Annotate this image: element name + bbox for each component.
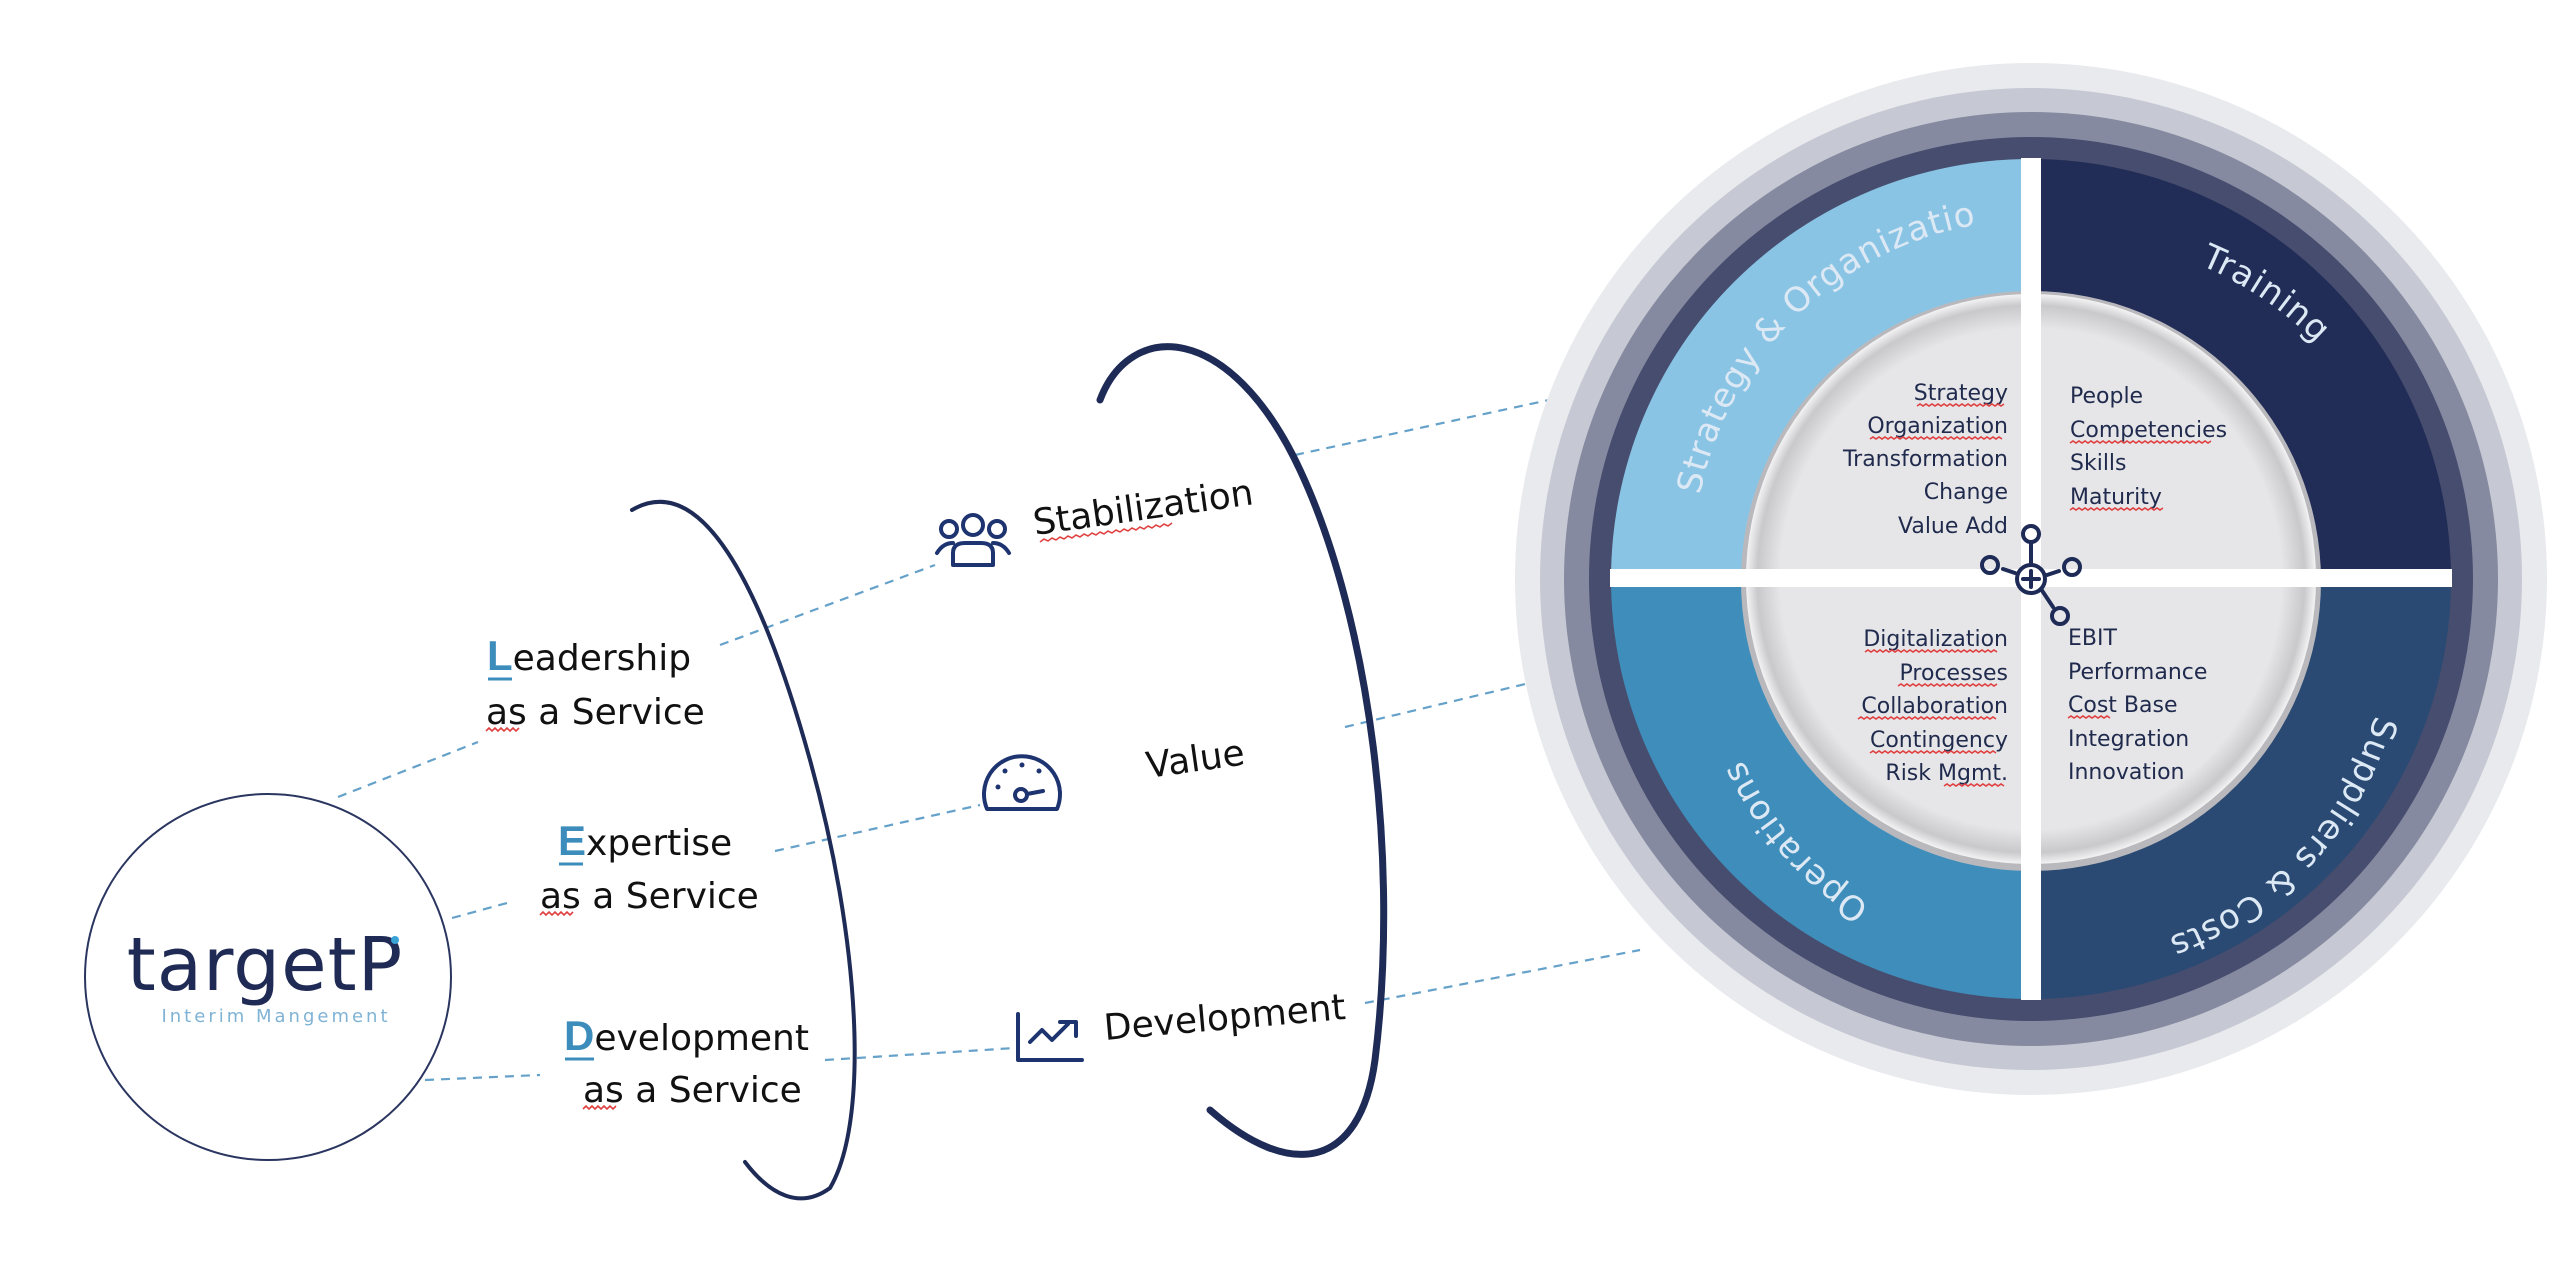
item-organization: Organization	[1867, 414, 2008, 439]
svg-text:Leadership: Leadership	[487, 632, 691, 679]
growth-chart-icon	[1016, 1012, 1084, 1062]
items-suppliers-costs: EBIT Performance Cost Base Integration I…	[2068, 626, 2207, 785]
spellcheck-squiggle	[1869, 436, 2003, 440]
spellcheck-squiggle	[582, 1104, 617, 1111]
logo-accent-dot	[391, 936, 399, 944]
connector-logo-leadership	[337, 740, 479, 799]
service-leadership: Leadership as a Service	[485, 632, 705, 733]
value-stabilization-label: Stabilization	[1031, 472, 1256, 543]
item-strategy: Strategy	[1914, 381, 2008, 406]
connector-leadership-stabilization	[719, 563, 936, 647]
svg-text:Expertise: Expertise	[558, 817, 732, 864]
service-name: evelopment	[594, 1018, 809, 1059]
service-development: Development as a Service	[564, 1012, 809, 1111]
item-performance: Performance	[2068, 660, 2207, 685]
services-arc	[630, 499, 857, 1201]
item-skills: Skills	[2070, 451, 2127, 476]
spellcheck-squiggle	[1943, 783, 2005, 787]
item-maturity: Maturity	[2070, 485, 2162, 510]
item-risk-mgmt: Risk Mgmt.	[1885, 761, 2008, 786]
service-initial: L	[487, 632, 513, 679]
item-transformation: Transformation	[1842, 447, 2008, 472]
service-suffix: as a Service	[583, 1070, 802, 1111]
service-name: xpertise	[586, 823, 732, 864]
items-operations: Digitalization Processes Collaboration C…	[1861, 627, 2008, 786]
logo-circle	[84, 793, 452, 1161]
logo-name: targetP	[127, 922, 404, 1008]
service-name: eadership	[513, 638, 691, 679]
item-digitalization: Digitalization	[1863, 627, 2008, 652]
item-people: People	[2070, 384, 2143, 409]
service-expertise: Expertise as a Service	[539, 817, 759, 917]
connector-logo-development	[424, 1073, 541, 1082]
values-arc	[1096, 343, 1388, 1158]
spellcheck-squiggle	[1857, 716, 1997, 720]
spellcheck-squiggle	[1869, 750, 1997, 754]
service-suffix: as a Service	[486, 692, 705, 733]
spellcheck-squiggle	[1897, 683, 1998, 687]
spellcheck-squiggle	[1916, 403, 2005, 407]
logo-tagline: Interim Mangement	[161, 1006, 390, 1027]
spellcheck-squiggle	[2069, 440, 2212, 444]
items-strategy-organization: Strategy Organization Transformation Cha…	[1842, 381, 2008, 539]
spellcheck-squiggle	[1039, 522, 1173, 543]
gauge-icon	[982, 754, 1062, 811]
item-ebit: EBIT	[2068, 626, 2117, 651]
spellcheck-squiggle	[2069, 507, 2164, 511]
values: Stabilization Value Development	[935, 472, 1347, 1062]
item-processes: Processes	[1900, 661, 2008, 686]
network-hub-icon	[1980, 524, 2082, 626]
item-change: Change	[1924, 480, 2008, 505]
connector-development-suppliers	[1364, 948, 1641, 1005]
svg-text:Development: Development	[564, 1012, 809, 1059]
item-competencies: Competencies	[2070, 418, 2227, 443]
items-training: People Competencies Skills Maturity	[2070, 384, 2227, 510]
service-initial: D	[564, 1012, 594, 1059]
item-cost-base: Cost Base	[2068, 693, 2177, 718]
spellcheck-squiggle	[1864, 649, 1998, 653]
item-innovation: Innovation	[2068, 760, 2184, 785]
people-group-icon	[935, 513, 1011, 567]
value-development-label: Development	[1102, 987, 1347, 1049]
logo: targetP Interim Mangement	[84, 793, 452, 1161]
service-suffix: as a Service	[540, 876, 759, 917]
item-value-add: Value Add	[1898, 514, 2008, 539]
connector-value-operations	[1344, 663, 1606, 729]
services: Leadership as a Service Expertise as a S…	[485, 632, 809, 1111]
service-initial: E	[558, 817, 586, 864]
item-integration: Integration	[2068, 727, 2189, 752]
spellcheck-squiggle	[539, 910, 574, 917]
item-collaboration: Collaboration	[1861, 694, 2008, 719]
connector-expertise-value	[774, 803, 981, 853]
spellcheck-squiggle	[2067, 715, 2111, 719]
value-value-label: Value	[1144, 733, 1248, 787]
connector-logo-expertise	[451, 901, 508, 920]
spellcheck-squiggle	[485, 726, 520, 733]
item-contingency: Contingency	[1870, 728, 2008, 753]
